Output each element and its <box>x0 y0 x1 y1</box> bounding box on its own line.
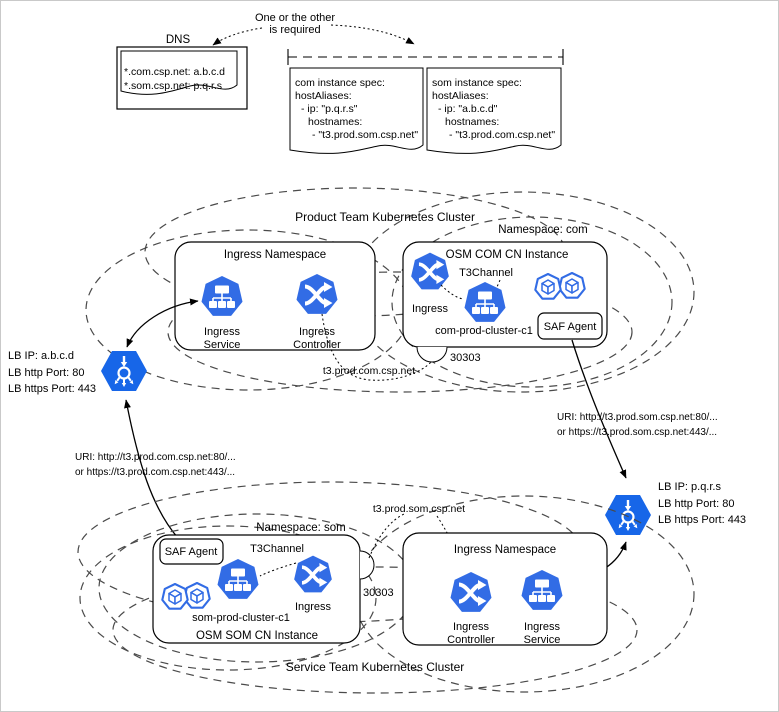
som-t3channel-label: T3Channel <box>250 543 304 555</box>
service-cluster-label: Service Team Kubernetes Cluster <box>286 660 465 674</box>
som-saf-to-lb-left-arrow <box>124 399 179 539</box>
dns-record-som: *.som.csp.net: p.q.r.s <box>124 80 222 92</box>
com-t3channel-link-1 <box>440 284 464 300</box>
service-ingress-namespace-box <box>402 532 608 646</box>
com-spec-line-3: - ip: "p.q.r.s" <box>301 103 358 115</box>
uri-right-line-1: URI: http://t3.prod.som.csp.net:80/... <box>557 412 718 423</box>
t3-com-dotted-connector <box>321 313 432 381</box>
namespace-som-label: Namespace: som <box>256 522 345 534</box>
osm-com-instance: OSM COM CN Instance Ingress T3Channel co… <box>402 241 608 364</box>
lb-left-line-2: LB http Port: 80 <box>8 367 84 379</box>
ingress-service-label-1: Ingress <box>204 326 241 338</box>
bottom-ingress-controller-label-2: Controller <box>447 634 495 646</box>
dns-title: DNS <box>166 34 191 46</box>
com-spec-line-4: hostnames: <box>308 116 362 128</box>
t3-som-hostname-label: t3.prod.som.csp.net <box>373 503 465 515</box>
lb-right-line-2: LB http Port: 80 <box>658 498 734 510</box>
t3-som-dotted-connector-1 <box>368 513 405 559</box>
service-ingress-namespace: Ingress Namespace Ingress Controller Ing… <box>402 532 608 646</box>
som-port-semicircle <box>359 550 375 580</box>
annotation-arrow-to-dns <box>212 27 263 46</box>
com-saf-to-lb-right-arrow <box>571 339 627 479</box>
bottom-ingress-controller-label-1: Ingress <box>453 621 490 633</box>
com-cluster-label: com-prod-cluster-c1 <box>435 325 533 337</box>
osm-com-instance-title: OSM COM CN Instance <box>446 249 569 261</box>
com-port-semicircle <box>416 346 448 363</box>
lb-left-line-1: LB IP: a.b.c.d <box>8 350 74 362</box>
som-spec-line-4: hostnames: <box>445 116 499 128</box>
com-t3channel-link-2 <box>495 279 501 290</box>
osm-som-instance: SAF Agent T3Channel som-prod-cluster-c1 … <box>152 534 394 644</box>
left-load-balancer: LB IP: a.b.c.d LB http Port: 80 LB https… <box>8 349 149 395</box>
k8s-pods-cubes-icon <box>183 581 211 609</box>
som-instance-spec-doc: som instance spec: hostAliases: - ip: "a… <box>426 67 562 154</box>
namespace-com-boundary <box>391 216 673 388</box>
annotation-line-2: is required <box>269 24 320 36</box>
k8s-pods-cubes-icon <box>534 272 562 300</box>
com-t3channel-label: T3Channel <box>459 267 513 279</box>
com-spec-line-5: - "t3.prod.som.csp.net" <box>312 129 418 141</box>
product-ingress-namespace-title: Ingress Namespace <box>224 249 326 261</box>
specs-bracket <box>287 49 564 65</box>
product-ingress-namespace: Ingress Namespace Ingress Service Ingres… <box>174 241 376 351</box>
t3-com-hostname-label: t3.prod.com.csp.net <box>323 365 415 377</box>
product-cluster-label: Product Team Kubernetes Cluster <box>295 210 475 224</box>
som-spec-document-shape <box>426 67 562 154</box>
som-spec-line-1: som instance spec: <box>432 77 522 89</box>
som-port-label: 30303 <box>363 587 394 599</box>
uri-right-line-2: or https://t3.prod.som.csp.net:443/... <box>557 427 717 438</box>
namespace-com-label: Namespace: com <box>498 224 587 236</box>
com-instance-spec-doc: com instance spec: hostAliases: - ip: "p… <box>289 67 424 154</box>
ingress-controller-label-2: Controller <box>293 339 341 351</box>
bottom-ingress-service-label-2: Service <box>524 634 561 646</box>
ingress-service-label-2: Service <box>204 339 241 351</box>
ingress-controller-label-1: Ingress <box>299 326 336 338</box>
com-saf-agent-box <box>537 312 603 340</box>
som-cluster-label: som-prod-cluster-c1 <box>192 612 290 624</box>
annotation-arrow-to-specs <box>330 24 415 45</box>
annotation-one-or-other: One or the other is required <box>212 12 415 46</box>
som-spec-line-5: - "t3.prod.com.csp.net" <box>449 129 555 141</box>
som-saf-agent-label: SAF Agent <box>165 546 218 558</box>
uri-left-line-1: URI: http://t3.prod.com.csp.net:80/... <box>75 452 236 463</box>
dns-record-com: *.com.csp.net: a.b.c.d <box>124 66 225 78</box>
som-spec-line-3: - ip: "a.b.c.d" <box>438 103 498 115</box>
som-ingress-label: Ingress <box>295 601 332 613</box>
product-ingress-namespace-box <box>174 241 376 351</box>
com-spec-document-shape <box>289 67 424 154</box>
lb-left-line-3: LB https Port: 443 <box>8 383 96 395</box>
osm-som-instance-title: OSM SOM CN Instance <box>196 630 318 642</box>
lb-left-to-ingress-service-arrow <box>126 298 199 348</box>
som-spec-line-2: hostAliases: <box>432 90 489 102</box>
dns-document-shape <box>120 50 238 95</box>
annotation-line-1: One or the other <box>255 12 335 24</box>
com-ingress-label: Ingress <box>412 303 449 315</box>
k8s-pods-cubes-icon <box>161 582 189 610</box>
lb-right-line-1: LB IP: p.q.r.s <box>658 481 721 493</box>
k8s-pods-cubes-icon <box>558 271 586 299</box>
service-ingress-namespace-title: Ingress Namespace <box>454 544 556 556</box>
bottom-ingress-service-label-1: Ingress <box>524 621 561 633</box>
dns-block: DNS *.com.csp.net: a.b.c.d *.som.csp.net… <box>116 34 248 110</box>
com-spec-line-1: com instance spec: <box>295 77 385 89</box>
com-saf-agent-label: SAF Agent <box>544 321 597 333</box>
com-spec-line-2: hostAliases: <box>295 90 352 102</box>
right-load-balancer: LB IP: p.q.r.s LB http Port: 80 LB https… <box>603 481 746 537</box>
som-saf-agent-box <box>159 538 224 565</box>
lb-right-line-3: LB https Port: 443 <box>658 514 746 526</box>
com-port-label: 30303 <box>450 352 481 364</box>
uri-left-line-2: or https://t3.prod.com.csp.net:443/... <box>75 467 235 478</box>
